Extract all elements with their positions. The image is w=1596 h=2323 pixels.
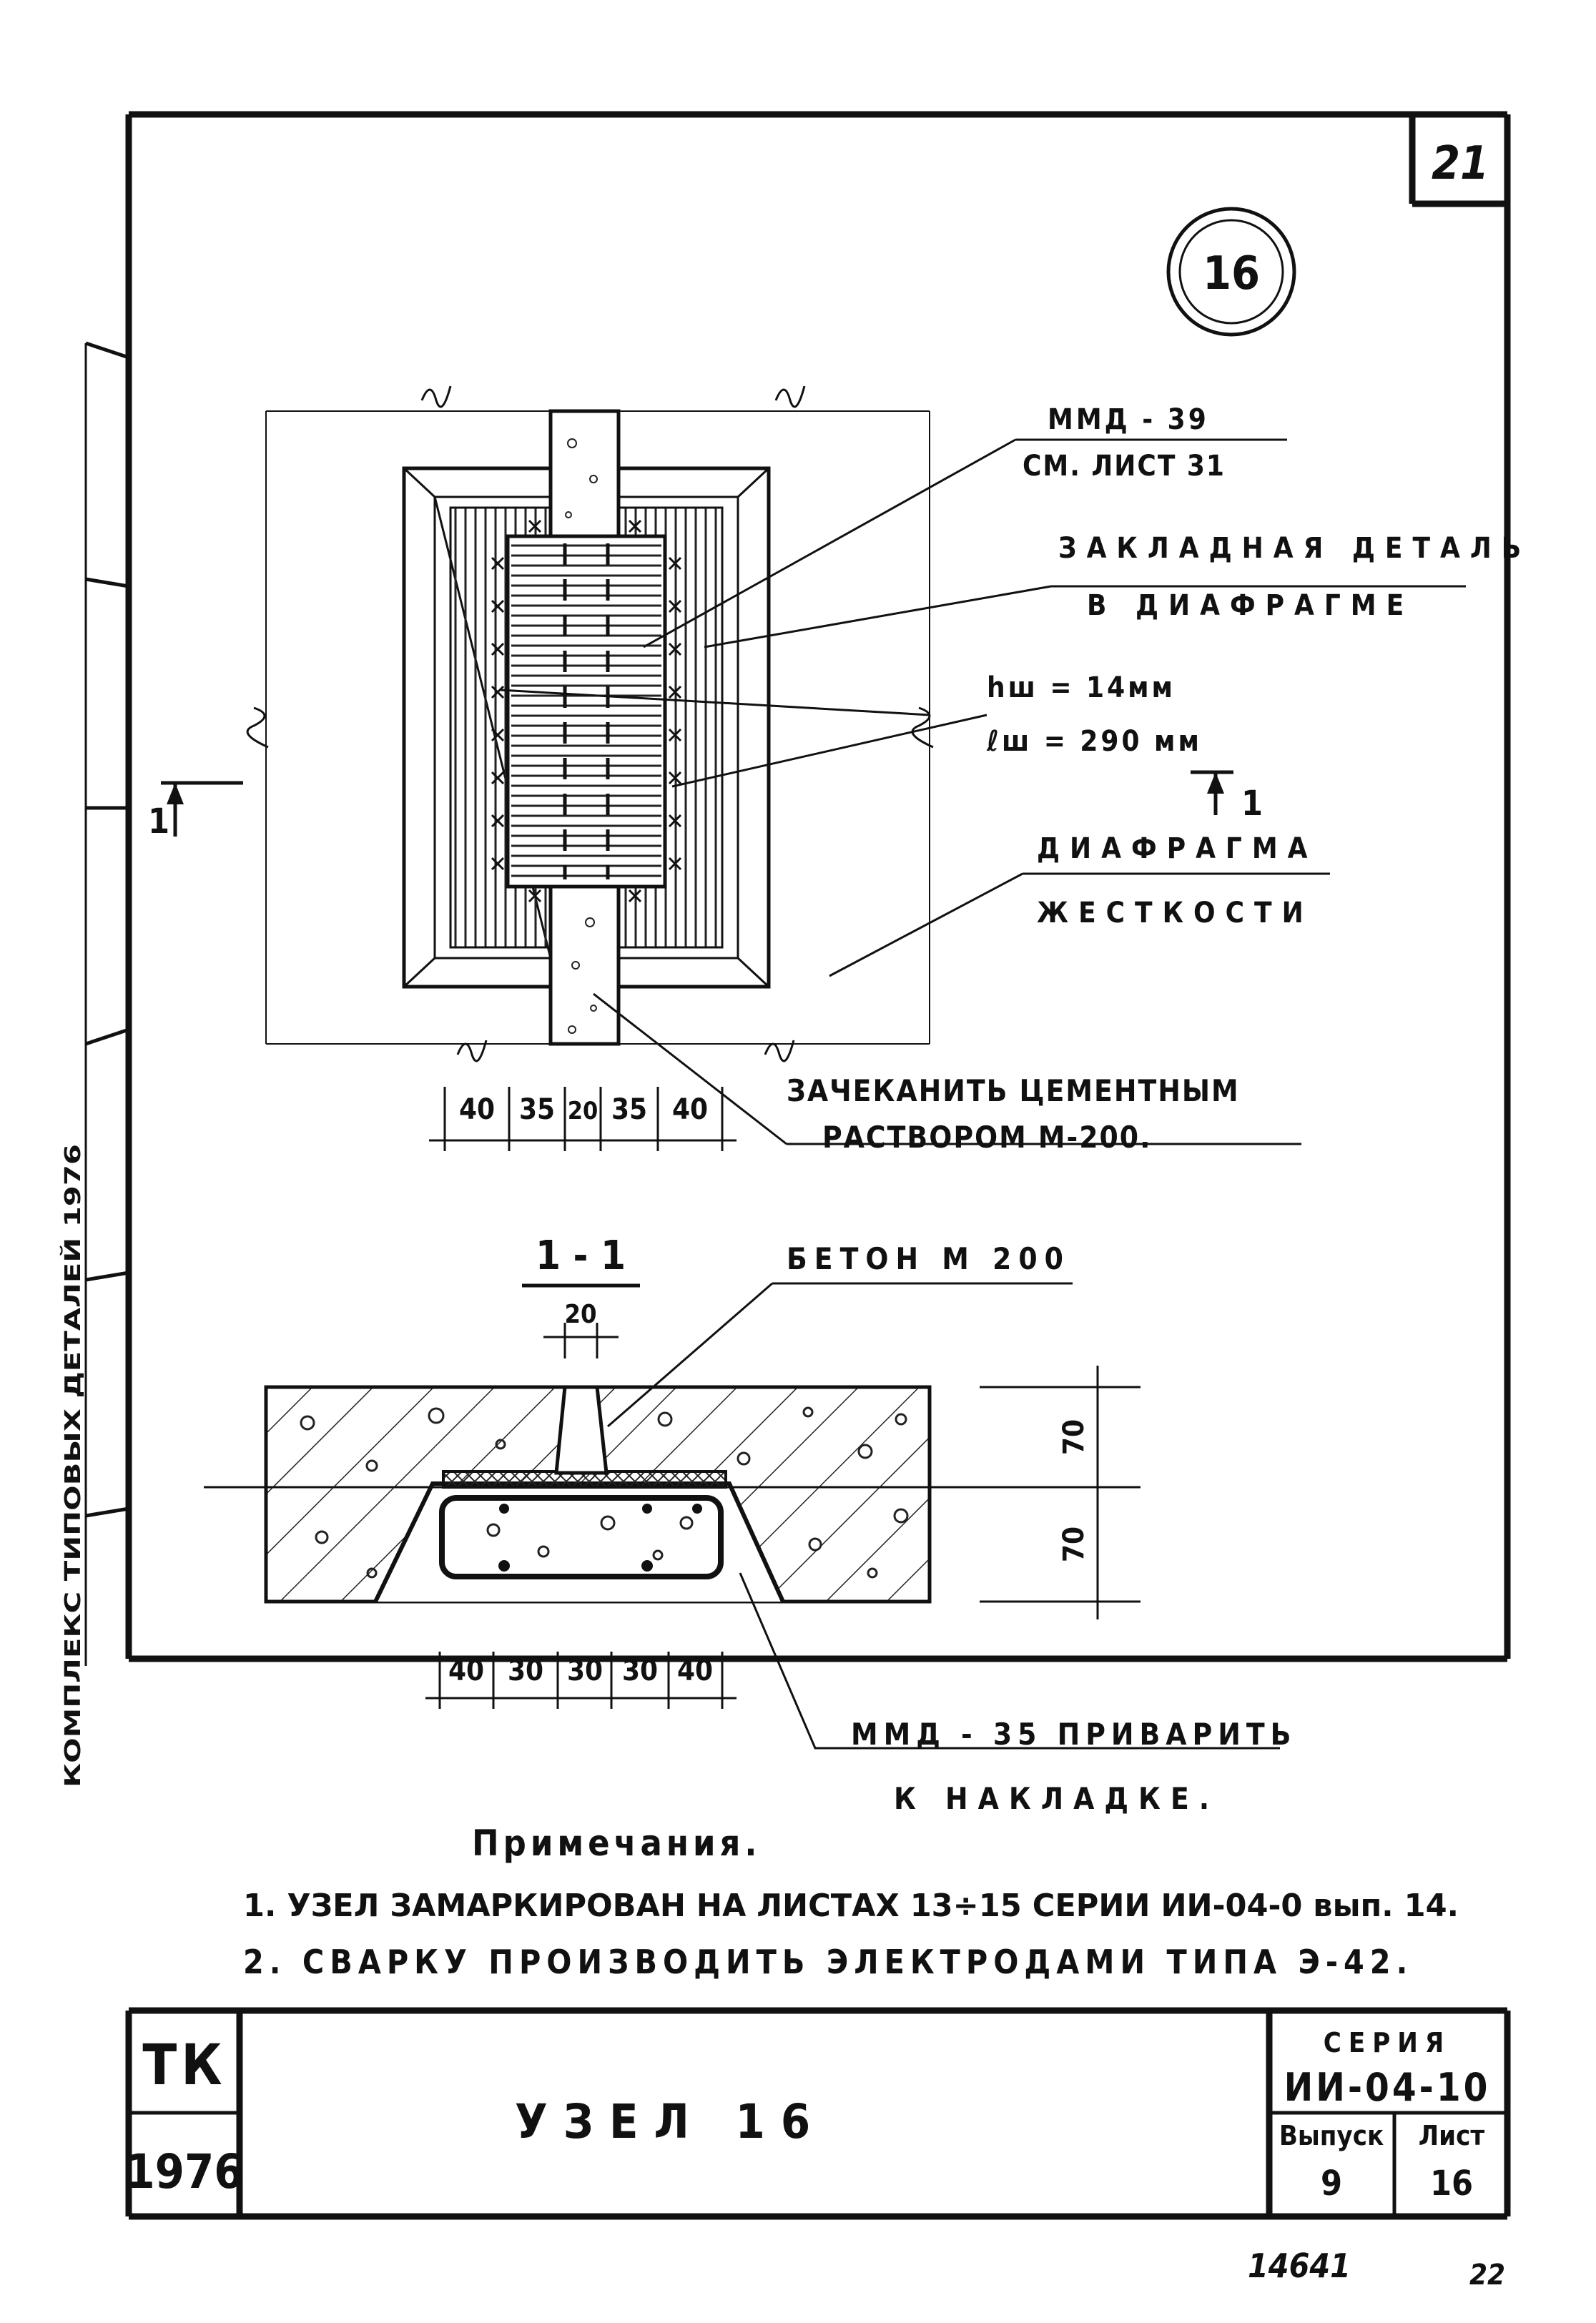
- section-mark-right: 1: [1241, 784, 1263, 824]
- mmd39-label-2: СМ. ЛИСТ 31: [1023, 450, 1226, 483]
- series-label: СЕРИЯ: [1324, 2027, 1451, 2058]
- section-bottom-dim-5: 40: [677, 1654, 713, 1687]
- issue-value: 9: [1321, 2164, 1342, 2204]
- section-grout-slot: [554, 1385, 609, 1475]
- year: 1976: [125, 2144, 243, 2199]
- concrete-label: БЕТОН М 200: [787, 1241, 1070, 1276]
- grout-slot-bottom: [548, 884, 621, 1046]
- node-marker: 16: [1166, 207, 1296, 337]
- grout-slot-top: [548, 409, 621, 538]
- plan-dim-1: 40: [459, 1093, 495, 1126]
- plan-dimension-chain: 40 35 20 35 40: [429, 1087, 737, 1151]
- issue-label: Выпуск: [1279, 2120, 1384, 2151]
- section-mark-left: 1: [148, 802, 169, 842]
- weld-marks: [491, 519, 682, 903]
- section-dim-bottom: 70: [1058, 1527, 1090, 1562]
- side-stamp: КОМПЛЕКС ТИПОВЫХ ДЕТАЛЕЙ 1976: [60, 1144, 86, 1787]
- diaphragm-label-1: ДИАФРАГМА: [1037, 832, 1318, 865]
- section-dim-top: 70: [1058, 1419, 1090, 1455]
- section-marker-right: 1: [1191, 770, 1263, 824]
- weld-length-label: ℓш = 290 мм: [986, 725, 1202, 758]
- plan-view: 1 1 ММД - 39 СМ. ЛИСТ 31 ЗАКЛАДНАЯ ДЕТАЛ…: [148, 385, 1531, 1155]
- title-block: ТК 1976 УЗЕЛ 16 СЕРИЯ ИИ-04-10 Выпуск 9 …: [125, 2007, 1511, 2220]
- sheet-number: 21: [1432, 137, 1489, 190]
- section-top-dim: 20: [564, 1300, 596, 1329]
- section-title: 1 - 1: [536, 1233, 626, 1279]
- sheet-label: Лист: [1419, 2120, 1485, 2151]
- mmd35-label-1: ММД - 35 ПРИВАРИТЬ: [851, 1717, 1296, 1752]
- series-value: ИИ-04-10: [1284, 2065, 1491, 2110]
- page-number: 22: [1469, 2259, 1505, 2292]
- org-code: ТК: [142, 2033, 226, 2098]
- section-marker-left: 1: [148, 781, 243, 842]
- plan-dim-4: 35: [611, 1093, 647, 1126]
- plan-dim-2: 35: [519, 1093, 555, 1126]
- sheet-number-box: 21: [1409, 114, 1507, 207]
- precast-rib: [439, 1495, 724, 1579]
- mmd39-label-1: ММД - 39: [1048, 403, 1209, 436]
- diaphragm-label-2: ЖЕСТКОСТИ: [1037, 897, 1314, 929]
- section-bottom-dim-1: 40: [448, 1654, 484, 1687]
- drawing-title: УЗЕЛ 16: [515, 2094, 826, 2149]
- sheet-value: 16: [1430, 2164, 1473, 2204]
- section-view: 1 - 1 20: [204, 1233, 1296, 1816]
- notes: Примечания. 1. УЗЕЛ ЗАМАРКИРОВАН НА ЛИСТ…: [243, 1823, 1459, 1981]
- plan-dim-5: 40: [672, 1093, 708, 1126]
- weld-height-label: hш = 14мм: [987, 671, 1176, 704]
- sheet-frame: [84, 111, 1511, 1666]
- section-bottom-dims: 40 30 30 30 40: [425, 1652, 737, 1709]
- grout-label-1: ЗАЧЕКАНИТЬ ЦЕМЕНТНЫМ: [787, 1073, 1240, 1108]
- note-2: 2. СВАРКУ ПРОИЗВОДИТЬ ЭЛЕКТРОДАМИ ТИПА Э…: [243, 1943, 1413, 1981]
- mmd35-label-2: К НАКЛАДКЕ.: [894, 1781, 1219, 1816]
- embedded-detail-label-2: В ДИАФРАГМЕ: [1087, 589, 1414, 622]
- embedded-detail-label-1: ЗАКЛАДНАЯ ДЕТАЛЬ: [1058, 532, 1531, 565]
- section-bottom-dim-2: 30: [508, 1654, 543, 1687]
- plan-leaders: [593, 438, 1466, 1145]
- notes-heading: Примечания.: [472, 1823, 761, 1864]
- grout-label-2: РАСТВОРОМ М-200.: [822, 1120, 1151, 1155]
- section-right-dims: 70 70: [980, 1366, 1141, 1619]
- section-bottom-dim-3: 30: [567, 1654, 603, 1687]
- note-1: 1. УЗЕЛ ЗАМАРКИРОВАН НА ЛИСТАХ 13÷15 СЕР…: [243, 1888, 1459, 1924]
- node-label: 16: [1203, 247, 1260, 300]
- section-bottom-dim-4: 30: [622, 1654, 658, 1687]
- plan-dim-3: 20: [568, 1097, 598, 1125]
- archive-number: 14641: [1248, 2246, 1351, 2285]
